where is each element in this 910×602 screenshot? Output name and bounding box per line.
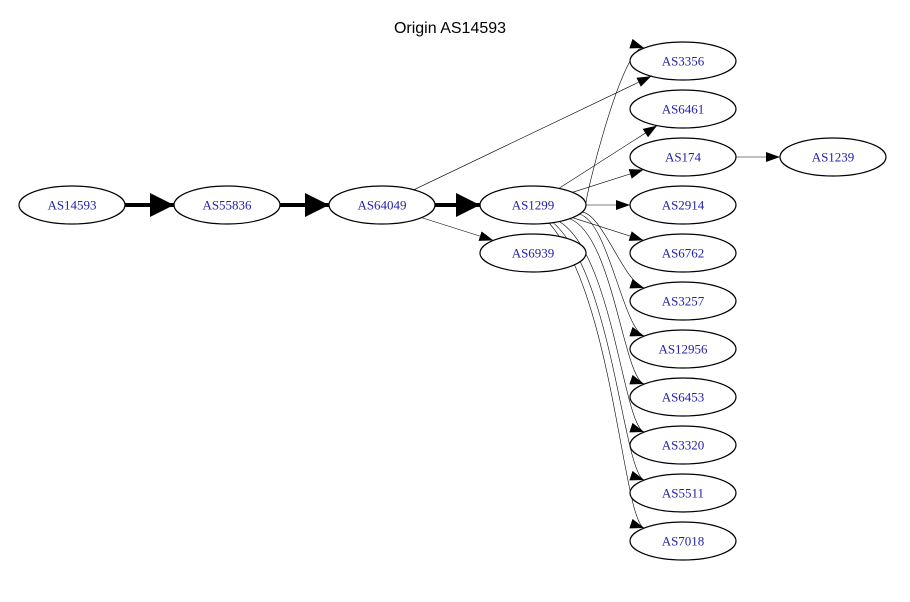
edge-as1299-as3257 <box>582 211 645 289</box>
node-as3356[interactable]: AS3356 <box>629 41 737 81</box>
node-as1239[interactable]: AS1239 <box>779 137 887 177</box>
edges-layer <box>125 38 780 529</box>
node-ellipse <box>629 329 737 369</box>
node-label: AS64049 <box>357 198 406 213</box>
node-as174[interactable]: AS174 <box>629 137 737 177</box>
node-ellipse <box>779 137 887 177</box>
node-label: AS2914 <box>662 198 705 213</box>
node-as6939[interactable]: AS6939 <box>479 233 587 273</box>
graph-title: Origin AS14593 <box>394 20 506 37</box>
node-ellipse <box>18 185 126 225</box>
node-as6453[interactable]: AS6453 <box>629 377 737 417</box>
node-ellipse <box>629 473 737 513</box>
edge-as1299-as174 <box>572 169 644 193</box>
node-as5511[interactable]: AS5511 <box>629 473 737 513</box>
node-as55836[interactable]: AS55836 <box>173 185 281 225</box>
node-label: AS5511 <box>662 486 704 501</box>
edge-as1299-as6461 <box>558 125 658 189</box>
node-as12956[interactable]: AS12956 <box>629 329 737 369</box>
node-label: AS12956 <box>658 342 708 357</box>
node-label: AS3320 <box>662 438 705 453</box>
node-ellipse <box>629 233 737 273</box>
node-ellipse <box>479 185 587 225</box>
node-as3257[interactable]: AS3257 <box>629 281 737 321</box>
node-ellipse <box>479 233 587 273</box>
node-ellipse <box>629 185 737 225</box>
node-label: AS6939 <box>512 246 555 261</box>
node-ellipse <box>629 41 737 81</box>
node-as64049[interactable]: AS64049 <box>328 185 436 225</box>
edge-as1299-as3320 <box>559 221 645 433</box>
node-ellipse <box>629 281 737 321</box>
node-ellipse <box>173 185 281 225</box>
node-label: AS6762 <box>662 246 705 261</box>
node-as2914[interactable]: AS2914 <box>629 185 737 225</box>
node-as3320[interactable]: AS3320 <box>629 425 737 465</box>
node-label: AS3356 <box>662 54 705 69</box>
node-as7018[interactable]: AS7018 <box>629 521 737 561</box>
node-label: AS1299 <box>512 198 555 213</box>
node-label: AS1239 <box>812 150 855 165</box>
node-ellipse <box>629 89 737 129</box>
node-ellipse <box>629 377 737 417</box>
node-as1299[interactable]: AS1299 <box>479 185 587 225</box>
edge-as1299-as3356 <box>585 38 645 206</box>
node-label: AS14593 <box>47 198 96 213</box>
node-label: AS6461 <box>662 102 705 117</box>
edge-as1299-as6453 <box>569 218 645 385</box>
edge-as1299-as6762 <box>572 217 644 241</box>
node-as6762[interactable]: AS6762 <box>629 233 737 273</box>
node-ellipse <box>328 185 436 225</box>
node-ellipse <box>629 425 737 465</box>
node-label: AS3257 <box>662 294 705 309</box>
edge-as64049-as6939 <box>421 217 494 241</box>
node-as6461[interactable]: AS6461 <box>629 89 737 129</box>
node-as14593[interactable]: AS14593 <box>18 185 126 225</box>
node-label: AS7018 <box>662 534 705 549</box>
edge-as1299-as12956 <box>579 213 645 337</box>
edge-as64049-as3356 <box>413 75 652 191</box>
node-label: AS55836 <box>202 198 252 213</box>
node-label: AS6453 <box>662 390 705 405</box>
node-ellipse <box>629 521 737 561</box>
node-ellipse <box>629 137 737 177</box>
node-label: AS174 <box>665 150 702 165</box>
